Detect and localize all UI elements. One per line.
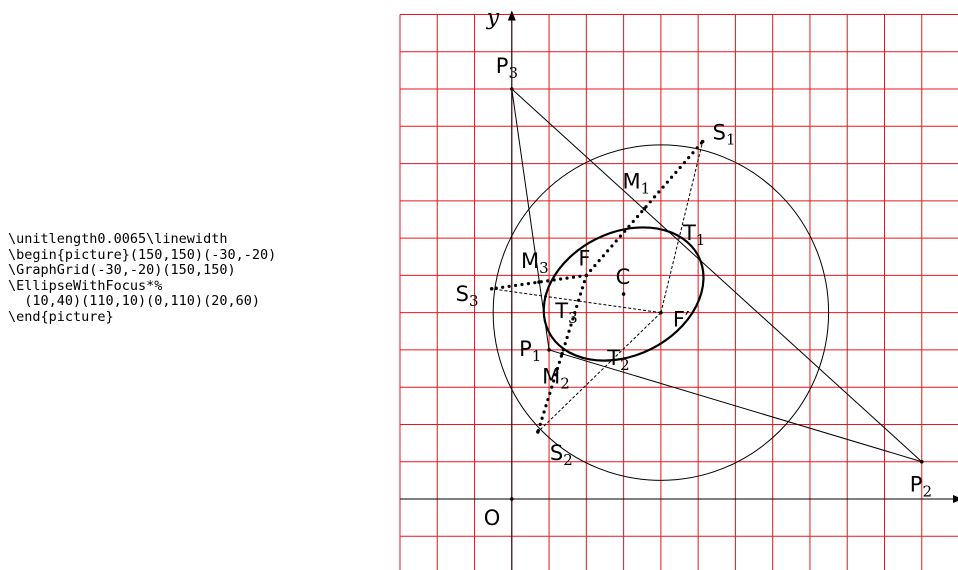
point-marker	[560, 351, 564, 356]
point-label-m2: M2	[542, 365, 570, 393]
point-label-t1: T1	[682, 221, 705, 249]
dashed-line	[537, 312, 662, 433]
y-axis-arrow-icon	[507, 10, 516, 21]
point-marker	[919, 459, 924, 464]
code-line: \GraphGrid(-30,-20)(150,150)	[8, 262, 236, 279]
point-label-t2: T2	[606, 346, 629, 374]
point-label-s2: S2	[550, 441, 573, 469]
point-label-p1: P1	[519, 337, 541, 365]
point-marker	[547, 348, 551, 352]
point-label-c: C	[616, 265, 631, 289]
point-marker	[642, 206, 647, 211]
point-label-t3: T3	[554, 299, 577, 327]
point-marker	[621, 292, 626, 296]
point-marker	[537, 280, 541, 284]
point-marker	[659, 310, 663, 315]
triangle-side	[511, 88, 923, 463]
point-label-s1: S1	[713, 121, 736, 149]
point-label-fp: F′	[673, 308, 690, 332]
code-line: \unitlength0.0065\linewidth	[8, 231, 228, 247]
code-line: \EllipseWithFocus*%	[8, 277, 163, 294]
point-label-p2: P2	[910, 473, 932, 501]
point-label-o: O	[484, 506, 501, 530]
triangle-side	[548, 349, 922, 463]
code-line: \end{picture}	[8, 308, 114, 325]
point-label-f: F	[578, 246, 590, 270]
point-marker	[700, 139, 705, 144]
point-label-m1: M1	[622, 170, 650, 198]
dotted-line	[536, 273, 588, 434]
point-label-s3: S3	[456, 282, 479, 310]
ellipse-curve	[542, 226, 705, 362]
director-circle	[492, 144, 830, 481]
axes: x y	[399, 5, 958, 570]
code-line: \begin{picture}(150,150)(-30,-20)	[8, 246, 277, 263]
x-axis-arrow-icon	[953, 495, 958, 503]
point-label-m3: M3	[521, 249, 549, 277]
latex-code: \unitlength0.0065\linewidth \begin{pictu…	[8, 231, 277, 326]
code-line: (10,40)(110,10)(0,110)(20,60)	[8, 293, 260, 310]
red-grid	[399, 13, 958, 570]
dashed-line	[491, 288, 661, 314]
point-marker	[584, 273, 589, 278]
point-marker	[489, 286, 494, 291]
point-label-p3: P3	[496, 54, 518, 82]
y-axis-label: y	[486, 5, 500, 30]
dashed-line	[660, 141, 704, 313]
construction-lines	[489, 87, 924, 501]
triangle-side	[511, 88, 550, 350]
point-marker	[536, 430, 540, 434]
